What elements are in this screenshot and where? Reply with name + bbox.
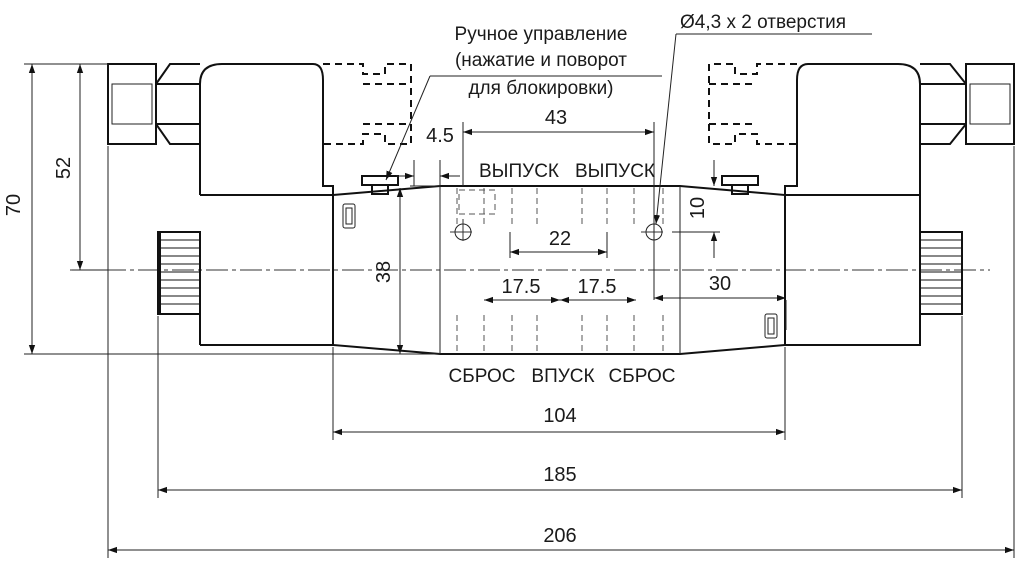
dim-17-5-right: 17.5 [578, 276, 617, 298]
solenoid-left [107, 63, 356, 346]
dim-206: 206 [543, 525, 576, 547]
dim-185: 185 [543, 464, 576, 486]
knurl-right [919, 231, 963, 315]
port-label-outlet-right: ВЫПУСК [575, 161, 655, 182]
dim-height-52: 52 [53, 157, 75, 179]
mounting-hole-left [450, 219, 476, 245]
dim-4-5: 4.5 [426, 125, 454, 147]
dimension-lines [28, 64, 1014, 554]
dim-104: 104 [543, 405, 576, 427]
dim-22: 22 [549, 228, 571, 250]
manual-override-left [361, 175, 399, 195]
port-label-outlet-left: ВЫПУСК [479, 161, 559, 182]
solenoid-right [764, 63, 1015, 346]
dim-height-70: 70 [3, 194, 25, 216]
dim-30: 30 [709, 273, 731, 295]
dim-43: 43 [545, 107, 567, 129]
dim-10: 10 [687, 197, 709, 219]
hidden-port-lines [456, 188, 664, 352]
knurl-left [157, 231, 201, 315]
manual-override-right [721, 175, 759, 195]
extension-lines [24, 63, 1015, 558]
manual-override-note-line1: Ручное управление [455, 24, 628, 45]
dim-17-5-left: 17.5 [502, 276, 541, 298]
port-label-exhaust-left: СБРОС [449, 366, 516, 387]
port-label-exhaust-right: СБРОС [609, 366, 676, 387]
alt-connector-left [323, 63, 412, 145]
holes-note: Ø4,3 x 2 отверстия [680, 12, 846, 33]
alt-connector-right [708, 63, 797, 145]
holes-leader-arrow [653, 33, 677, 225]
manual-override-note-line3: для блокировки) [468, 78, 613, 99]
manual-override-note-line2: (нажатие и поворот [455, 50, 627, 71]
port-label-inlet: ВПУСК [531, 366, 594, 387]
manual-override-leader-arrow [385, 75, 431, 181]
dim-height-38: 38 [373, 261, 395, 283]
